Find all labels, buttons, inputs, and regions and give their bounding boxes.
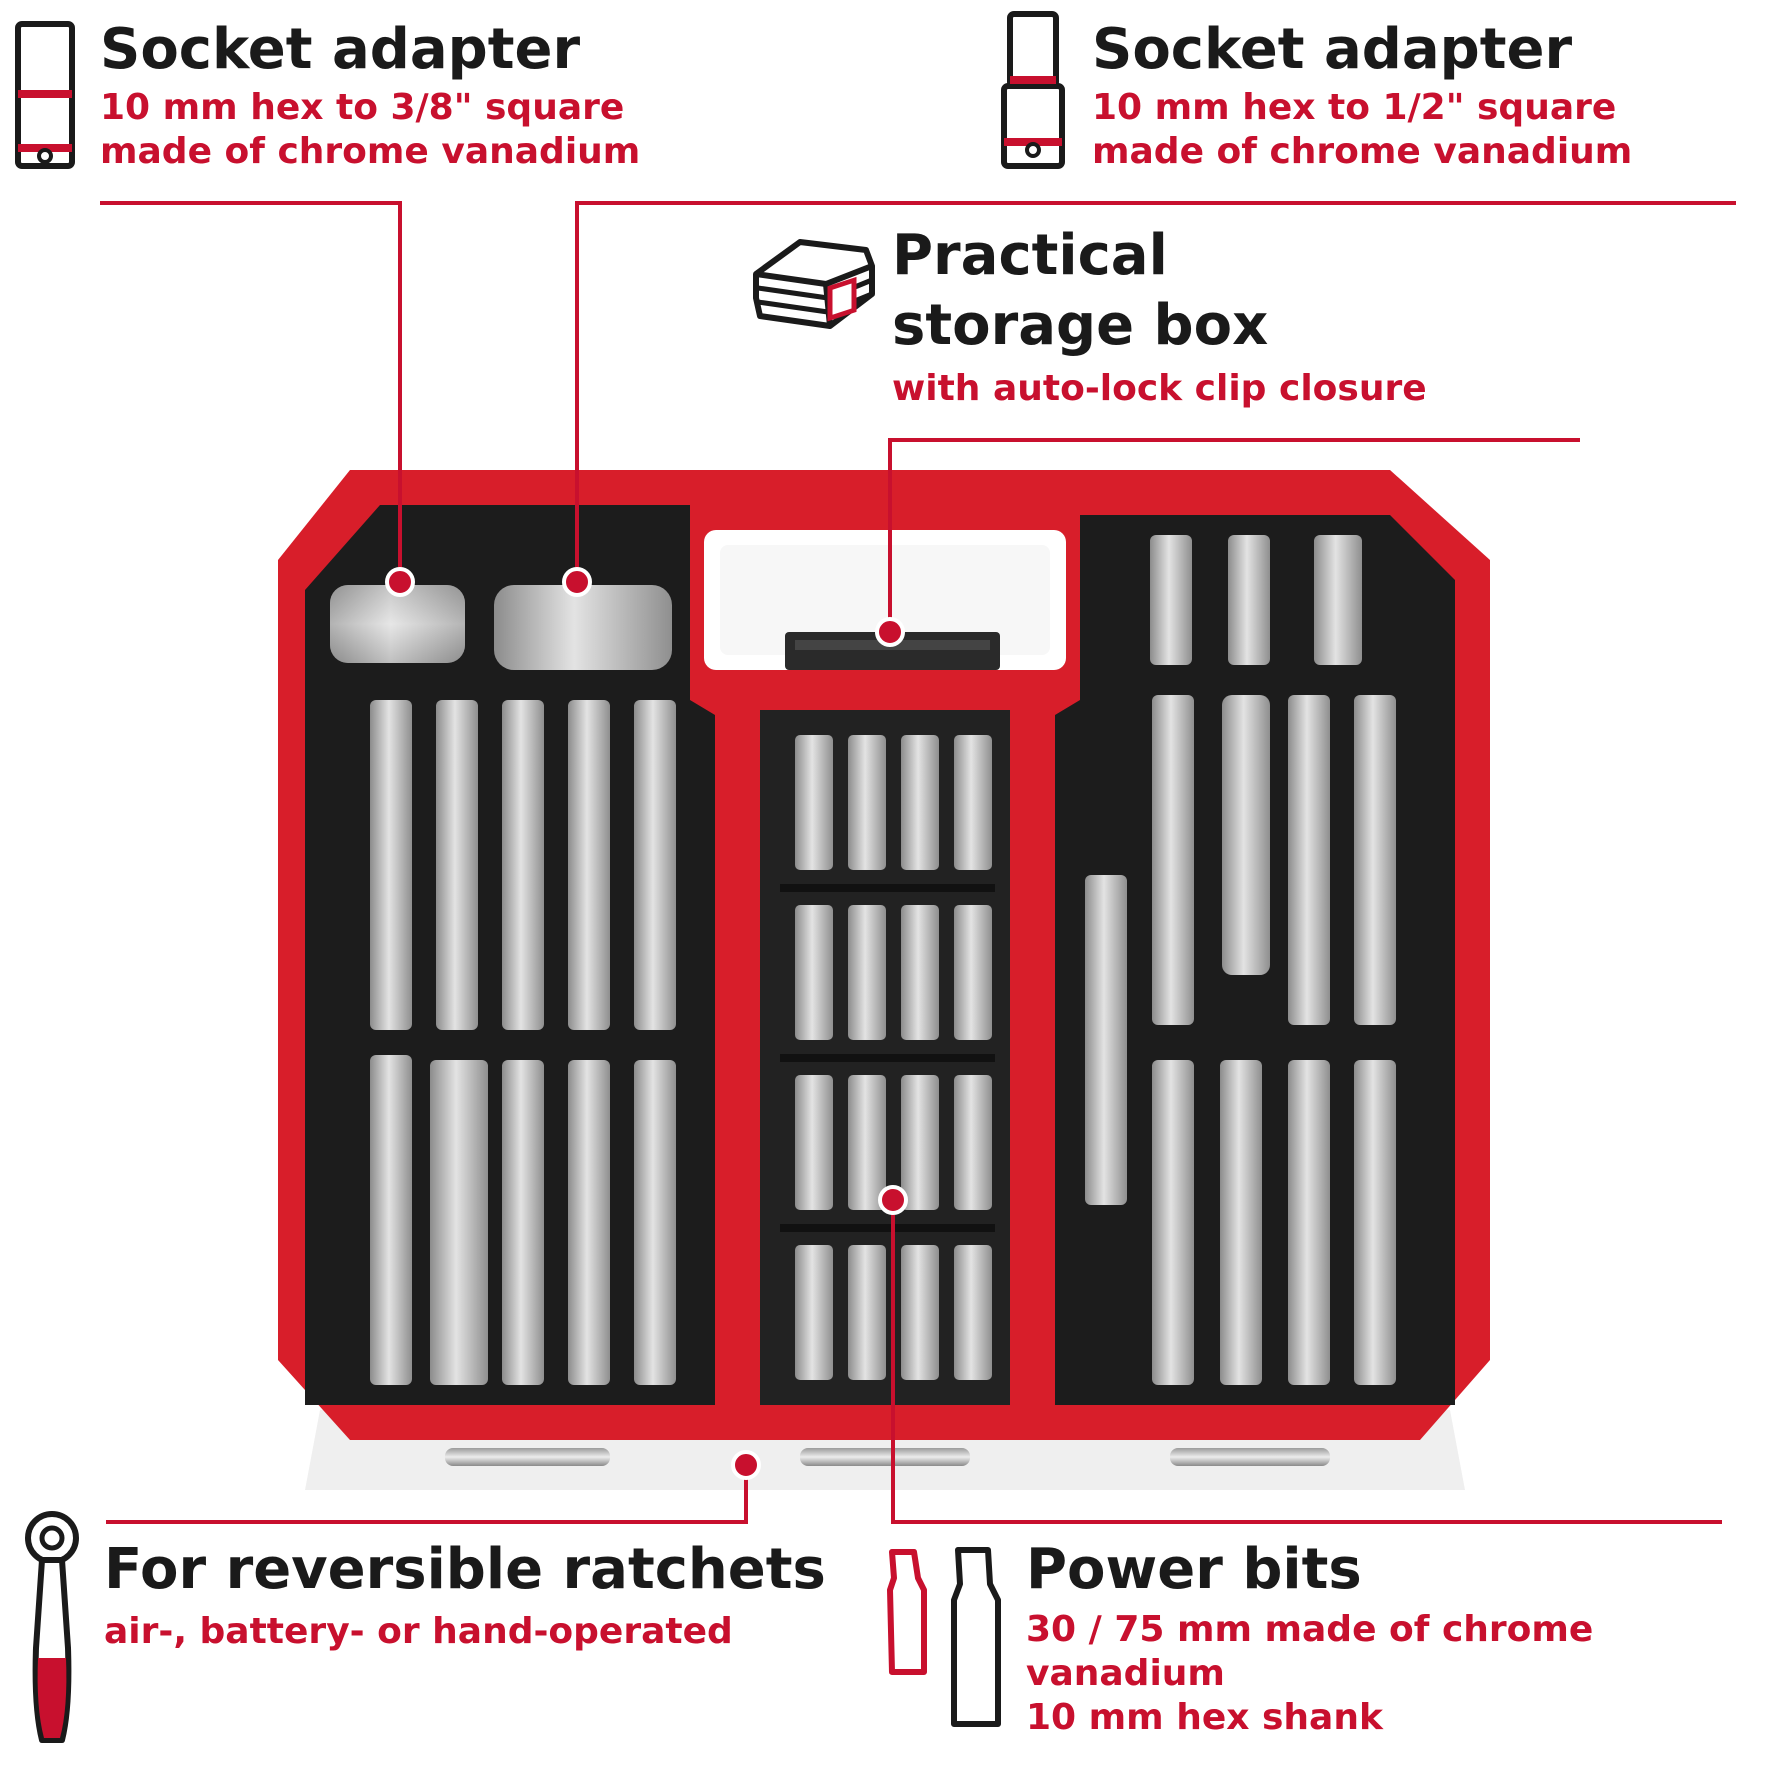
storage-box-icon (753, 239, 875, 329)
callout-title: For reversible ratchets (104, 1537, 826, 1602)
right-bits-long (1085, 695, 1396, 1385)
socket-adapter-icon (15, 21, 75, 169)
middle-bits (795, 735, 992, 1380)
callout-storage-box: Practical storage box with auto-lock cli… (892, 223, 1427, 411)
callout-line: 10 mm hex to 3/8" square (100, 87, 625, 129)
callout-line: air-, battery- or hand-operated (104, 1611, 733, 1653)
callout-title: Power bits (1026, 1537, 1362, 1602)
ratchet-icon (25, 1511, 79, 1743)
callout-title: storage box (892, 293, 1269, 359)
callout-line: made of chrome vanadium (100, 131, 641, 173)
callout-power-bits: Power bits 30 / 75 mm made of chrome van… (1026, 1537, 1772, 1740)
left-bits-top (370, 700, 676, 1030)
callout-line: 10 mm hex shank (1026, 1697, 1383, 1739)
callout-socket-adapter-3-8: Socket adapter 10 mm hex to 3/8" square … (100, 17, 641, 174)
socket-adapter-1-2 (494, 585, 672, 670)
callout-title: Socket adapter (1092, 17, 1573, 82)
callout-line: 10 mm hex to 1/2" square (1092, 87, 1617, 129)
right-bits-short (1150, 535, 1362, 665)
callout-socket-adapter-1-2: Socket adapter 10 mm hex to 1/2" square … (1092, 17, 1633, 174)
callout-title: Practical (892, 223, 1168, 288)
callout-line: with auto-lock clip closure (892, 367, 1427, 409)
power-bit-icon (887, 1547, 1001, 1727)
hinge-pins (445, 1448, 1330, 1466)
callout-line: made of chrome vanadium (1092, 131, 1633, 173)
callout-ratchets: For reversible ratchets air-, battery- o… (104, 1537, 826, 1654)
callout-line: 30 / 75 mm made of chrome vanadium (1026, 1609, 1594, 1695)
left-bits-bottom (370, 1055, 676, 1385)
callout-title: Socket adapter (100, 17, 581, 82)
leader-lines (100, 201, 1736, 1524)
leader-dots (385, 567, 908, 1480)
socket-adapter-icon (1001, 11, 1065, 169)
